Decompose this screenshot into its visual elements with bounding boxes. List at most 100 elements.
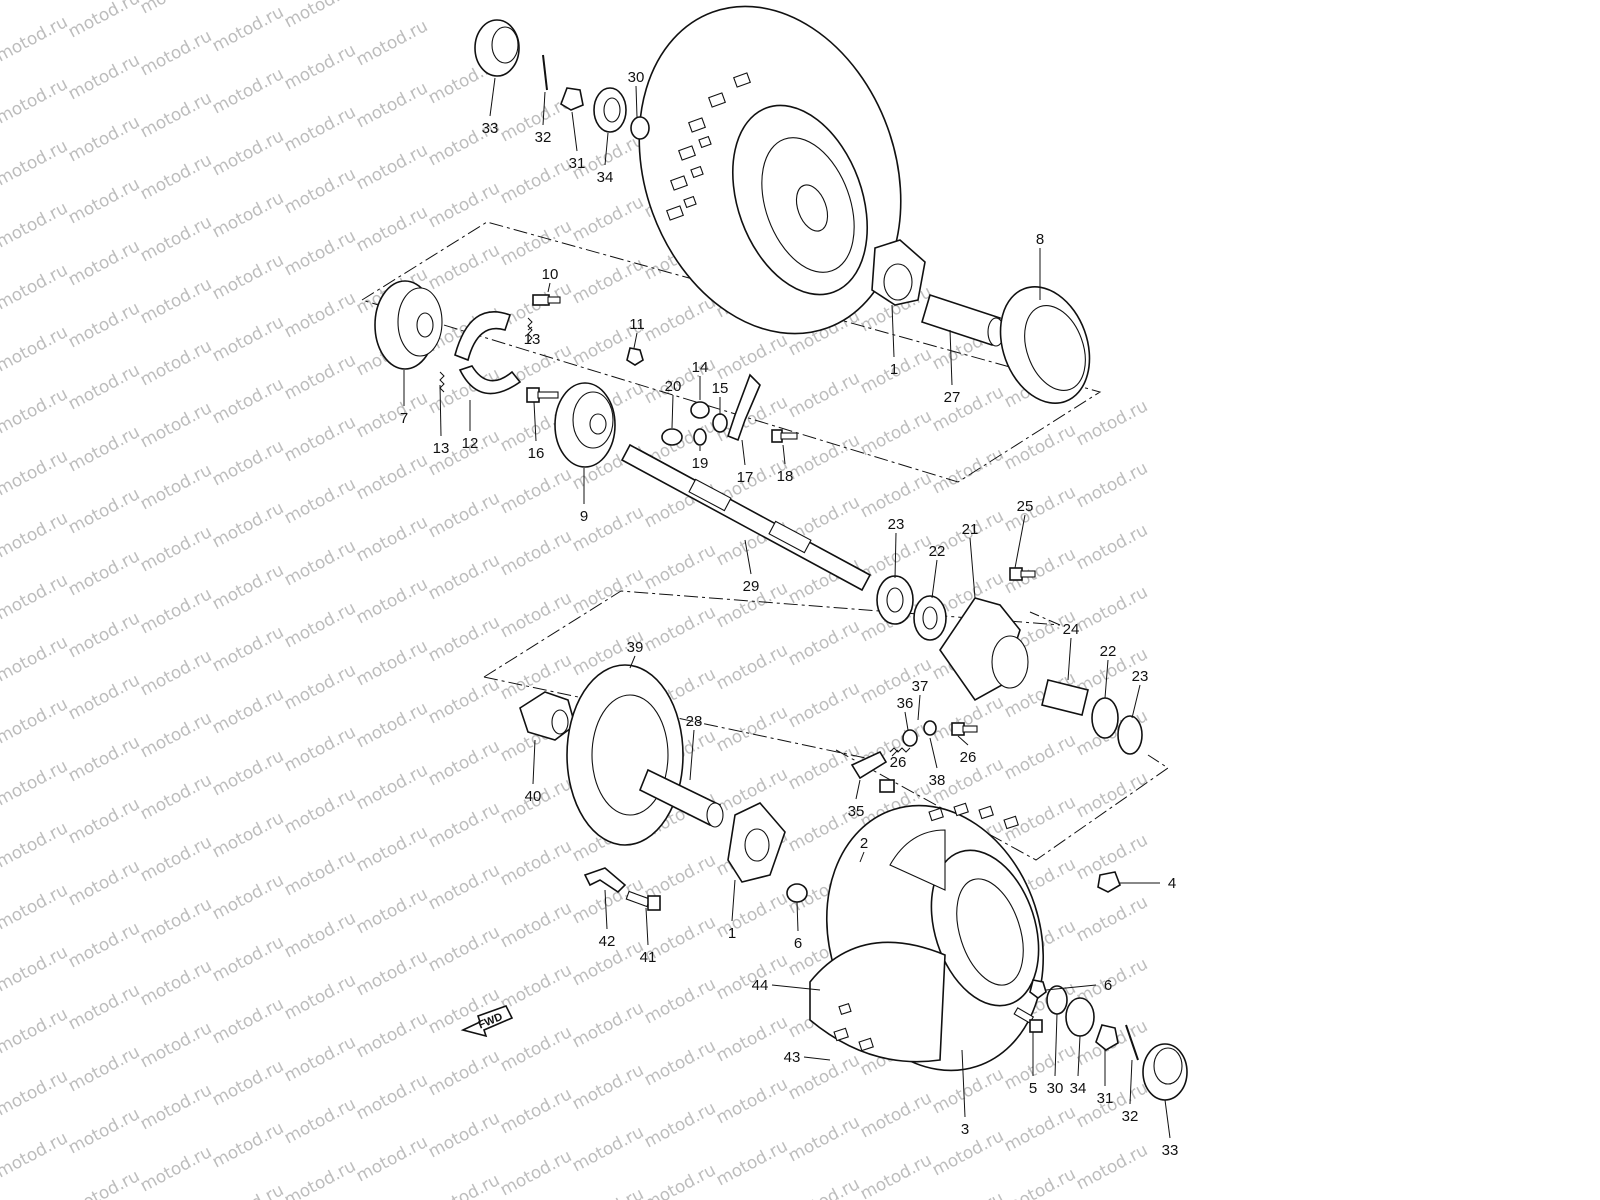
bolt-10 [532, 294, 561, 306]
leader-line-30 [635, 85, 638, 118]
part-label-8: 8 [1036, 231, 1044, 248]
bearing-22-lower [1091, 697, 1119, 739]
watermark: motod.ru [209, 312, 287, 366]
watermark: motod.ru [281, 1156, 359, 1200]
watermark: motod.ru [569, 1122, 647, 1176]
watermark: motod.ru [1073, 458, 1151, 512]
part-label-34: 34 [1070, 1080, 1087, 1097]
leader-line-39 [629, 655, 636, 669]
watermark: motod.ru [929, 1064, 1007, 1118]
part-label-20: 20 [665, 378, 682, 395]
watermark: motod.ru [0, 136, 71, 190]
watermark: motod.ru [137, 646, 215, 700]
watermark: motod.ru [65, 608, 143, 662]
part-label-1: 1 [728, 925, 736, 942]
washer-20 [661, 428, 683, 446]
watermark: motod.ru [65, 1104, 143, 1158]
part-label-7: 7 [400, 410, 408, 427]
watermark: motod.ru [929, 444, 1007, 498]
watermark: motod.ru [353, 512, 431, 566]
leader-line-42 [604, 889, 608, 930]
leader-line-38 [929, 737, 938, 769]
part-label-26: 26 [960, 749, 977, 766]
leader-line-23 [1131, 684, 1141, 719]
tire-tread-lower [833, 802, 1019, 1052]
leader-line-22 [1104, 659, 1109, 699]
bolt-26 [951, 722, 978, 736]
watermark: motod.ru [65, 422, 143, 476]
watermark: motod.ru [425, 1170, 503, 1200]
part-label-17: 17 [737, 469, 754, 486]
part-label-19: 19 [692, 455, 709, 472]
watermark: motod.ru [137, 832, 215, 886]
watermark: motod.ru [137, 894, 215, 948]
watermark: motod.ru [137, 1080, 215, 1134]
watermark: motod.ru [281, 1094, 359, 1148]
washer-15 [712, 413, 728, 433]
watermark: motod.ru [497, 836, 575, 890]
leader-line-3 [961, 1049, 966, 1118]
watermark: motod.ru [137, 398, 215, 452]
leader-line-33 [489, 77, 496, 117]
rear-tire-lower [809, 802, 1045, 1072]
part-label-22: 22 [1100, 643, 1117, 660]
watermark: motod.ru [713, 1012, 791, 1066]
part-label-21: 21 [962, 521, 979, 538]
watermark: motod.ru [0, 632, 71, 686]
watermark: motod.ru [137, 88, 215, 142]
bolt-5 [1013, 1007, 1043, 1033]
leader-line-13 [527, 326, 533, 331]
watermark: motod.ru [353, 822, 431, 876]
assembly-outline-upper [361, 221, 1102, 483]
watermark: motod.ru [209, 808, 287, 862]
watermark: motod.ru [1073, 1140, 1151, 1194]
watermark: motod.ru [569, 564, 647, 618]
bearing-22 [913, 595, 947, 641]
watermark: motod.ru [281, 908, 359, 962]
watermark: motod.ru [281, 226, 359, 280]
part-label-34: 34 [597, 169, 614, 186]
watermark: motod.ru [641, 974, 719, 1028]
clip-42 [583, 867, 627, 894]
watermark: motod.ru [65, 1042, 143, 1096]
part-label-15: 15 [712, 380, 729, 397]
leader-line-24 [1067, 637, 1072, 681]
bolt-41 [625, 890, 661, 911]
leader-line-34 [604, 132, 609, 166]
watermark: motod.ru [137, 460, 215, 514]
castle-nut-31-upper [560, 87, 584, 111]
leader-line-27 [949, 329, 953, 386]
part-label-30: 30 [628, 69, 645, 86]
watermark: motod.ru [353, 884, 431, 938]
watermark: motod.ru [785, 678, 863, 732]
chain-adjuster-35 [850, 750, 895, 793]
watermark: motod.ru [425, 612, 503, 666]
leader-line-32 [1129, 1059, 1133, 1105]
watermark: motod.ru [209, 560, 287, 614]
watermark: motod.ru [1073, 396, 1151, 450]
watermark: motod.ru [281, 288, 359, 342]
watermark: motod.ru [137, 1018, 215, 1072]
leader-line-10 [547, 282, 551, 293]
watermark: motod.ru [209, 188, 287, 242]
leader-line-43 [803, 1056, 831, 1061]
watermark: motod.ru [137, 0, 215, 18]
watermark: motod.ru [641, 540, 719, 594]
cotter-pin-32-lower [1125, 1024, 1139, 1061]
watermark: motod.ru [1073, 892, 1151, 946]
watermark: motod.ru [281, 722, 359, 776]
watermark: motod.ru [425, 736, 503, 790]
part-label-39: 39 [627, 639, 644, 656]
leader-line-44 [771, 984, 821, 991]
watermark: motod.ru [281, 1032, 359, 1086]
watermark: motod.ru [65, 732, 143, 786]
watermark: motod.ru [425, 240, 503, 294]
watermark: motod.ru [209, 436, 287, 490]
watermark: motod.ru [65, 236, 143, 290]
watermark: motod.ru [137, 522, 215, 576]
spacer-28 [638, 768, 724, 828]
watermark: motod.ru [425, 488, 503, 542]
fwd-label: FWD [477, 1011, 505, 1032]
watermark: motod.ru [209, 1180, 287, 1200]
